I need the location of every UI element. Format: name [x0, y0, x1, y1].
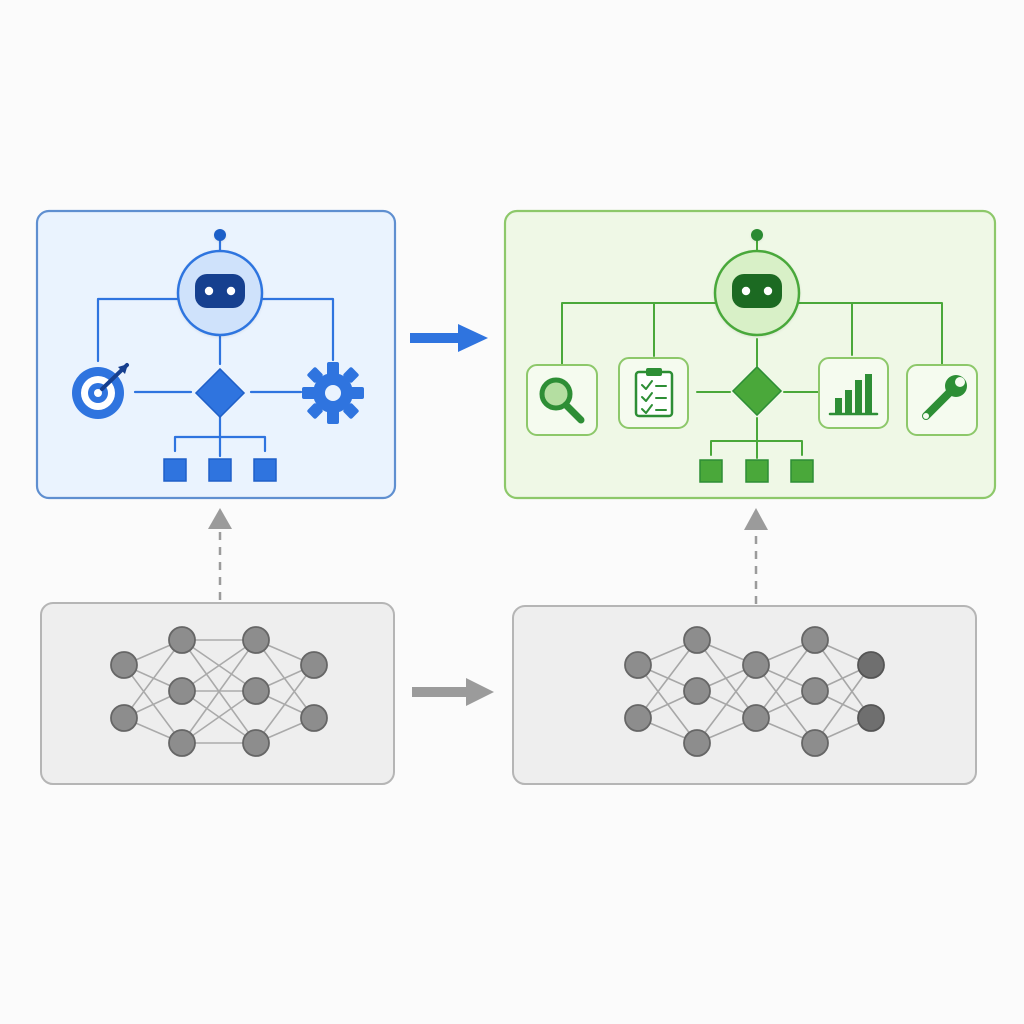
robot-eye-left	[204, 286, 214, 296]
inner-left-branch	[653, 302, 717, 357]
blue-arrow	[410, 324, 488, 352]
top-right-panel	[503, 209, 997, 500]
square-icon	[253, 458, 277, 482]
network-icon	[110, 626, 328, 757]
bottom-right-panel-frame	[512, 605, 977, 785]
robot-icon	[176, 229, 264, 337]
top-left-output-squares	[163, 458, 277, 482]
bottom-right-panel	[512, 605, 977, 785]
top-left-panel	[35, 209, 397, 500]
right-dashed-arrow	[744, 508, 768, 604]
target-icon	[72, 363, 129, 419]
checklist-icon	[618, 357, 689, 429]
top-right-connectors	[561, 240, 943, 459]
square-icon	[745, 459, 769, 483]
network-icon	[624, 626, 885, 757]
robot-eye-right	[226, 286, 236, 296]
robot-icon	[713, 229, 801, 337]
left-dashed-arrow	[208, 508, 232, 600]
diamond-icon	[731, 365, 783, 417]
square-icon	[699, 459, 723, 483]
top-left-panel-frame	[35, 209, 397, 500]
right-branch-line	[260, 297, 335, 362]
far-right-branch	[797, 302, 943, 365]
bar-chart-icon	[818, 357, 889, 429]
gray-arrow	[412, 678, 494, 706]
magnifier-icon	[526, 364, 598, 436]
top-right-output-squares	[699, 459, 814, 483]
diamond-icon	[194, 367, 246, 419]
bottom-left-panel	[40, 602, 395, 785]
left-branch-line	[96, 297, 180, 363]
robot-face	[195, 274, 245, 308]
gear-icon	[302, 362, 364, 424]
robot-antenna-knob	[214, 229, 226, 241]
square-icon	[790, 459, 814, 483]
square-icon	[208, 458, 232, 482]
top-left-connectors	[96, 239, 335, 458]
wrench-icon	[906, 364, 978, 436]
square-icon	[163, 458, 187, 482]
